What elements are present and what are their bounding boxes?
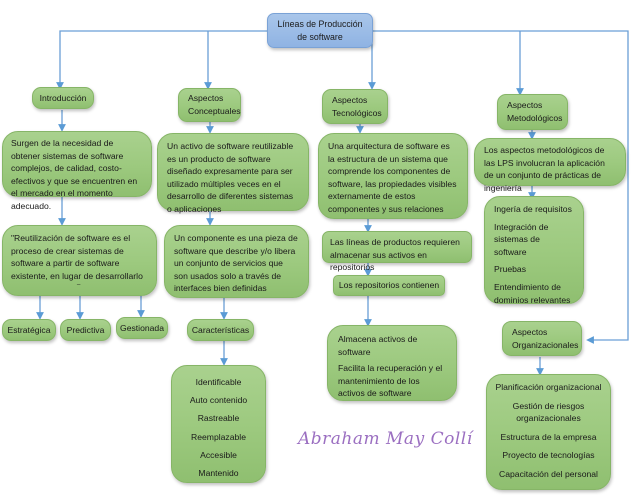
intro-definition-text: "Reutilización de software es el proceso… <box>11 233 143 281</box>
organizational-item: Capacitación del personal <box>499 468 598 479</box>
node-conceptual-component[interactable]: Un componente es una pieza de software q… <box>164 225 309 298</box>
node-aspectos-metodologicos[interactable]: Aspectos Metodológicos <box>497 94 568 130</box>
node-estrategica-label: Estratégica <box>7 324 51 335</box>
tech-architecture-text: Una arquitectura de software es la estru… <box>328 141 457 214</box>
node-repositorios-contienen-label: Los repositorios contienen <box>338 280 440 291</box>
node-predictiva[interactable]: Predictiva <box>60 319 111 341</box>
node-estrategica[interactable]: Estratégica <box>2 319 56 341</box>
node-aspectos-tecnologicos-label: Aspectos Tecnológicos <box>332 94 382 118</box>
feature-item: Rastreable <box>197 413 240 424</box>
node-aspectos-tecnologicos[interactable]: Aspectos Tecnológicos <box>322 89 388 124</box>
node-intro-definition[interactable]: "Reutilización de software es el proceso… <box>2 225 157 296</box>
node-aspectos-conceptuales-label: Aspectos Conceptuales <box>188 93 241 116</box>
intro-definition-dash: _ <box>77 279 81 285</box>
method-summary-text: Los aspectos metodológicos de las LPS in… <box>484 145 605 193</box>
feature-item: Identificable <box>195 377 242 387</box>
organizational-item: Estructura de la empresa <box>500 431 597 442</box>
node-predictiva-label: Predictiva <box>66 324 105 335</box>
node-repositories-items[interactable]: Almacena activos de software Facilita la… <box>327 325 457 401</box>
practice-item: Integración de sistemas de software <box>494 221 549 257</box>
conceptual-component-text: Un componente es una pieza de software q… <box>174 233 298 294</box>
node-features-list[interactable]: Identificable Auto contenido Rastreable … <box>171 365 266 483</box>
feature-item: Accesible <box>200 449 237 460</box>
node-aspectos-conceptuales[interactable]: Aspectos Conceptuales <box>178 88 241 122</box>
node-aspectos-metodologicos-label: Aspectos Metodológicos <box>507 100 563 123</box>
practice-item: Ingería de requisitos <box>494 204 572 214</box>
node-organizational-items[interactable]: Planificación organizacional Gestión de … <box>486 374 611 490</box>
node-intro-summary[interactable]: Surgen de la necesidad de obtener sistem… <box>2 131 152 211</box>
node-method-practices[interactable]: Ingería de requisitos Integración de sis… <box>484 196 584 305</box>
node-introduccion-label: Introducción <box>39 92 87 103</box>
node-tech-repositories-need[interactable]: Las líneas de productos requieren almace… <box>322 231 472 272</box>
connector-root-left <box>56 30 268 90</box>
feature-item: Mantenido <box>198 468 239 479</box>
intro-summary-text: Surgen de la necesidad de obtener sistem… <box>11 138 138 211</box>
repository-item: Facilita la recuperación y el mantenimie… <box>338 363 443 399</box>
node-aspectos-organizacionales[interactable]: Aspectos Organizacionales <box>502 321 582 356</box>
node-caracteristicas-label: Características <box>191 324 250 335</box>
connector-root-right <box>372 30 629 344</box>
practice-item: Entendimiento de dominios relevantes <box>494 281 571 305</box>
node-method-summary[interactable]: Los aspectos metodológicos de las LPS in… <box>474 138 626 193</box>
feature-item: Reemplazable <box>191 431 246 442</box>
practice-item: Pruebas <box>494 264 527 275</box>
node-introduccion[interactable]: Introducción <box>32 87 94 109</box>
node-caracteristicas[interactable]: Características <box>187 319 254 341</box>
node-repositorios-contienen[interactable]: Los repositorios contienen <box>333 275 445 296</box>
conceptual-asset-text: Un activo de software reutilizable es un… <box>167 141 294 214</box>
root-node[interactable]: Líneas de Producción de software <box>267 13 373 48</box>
organizational-item: Proyecto de tecnologías <box>502 450 595 461</box>
author-signature: Abraham May Collí <box>298 429 473 449</box>
repository-item: Almacena activos de software <box>338 334 418 357</box>
node-tech-architecture[interactable]: Una arquitectura de software es la estru… <box>318 133 468 219</box>
node-gestionada[interactable]: Gestionada <box>116 317 168 339</box>
feature-item: Auto contenido <box>189 395 248 406</box>
node-gestionada-label: Gestionada <box>120 322 164 333</box>
root-title: Líneas de Producción de software <box>277 18 363 42</box>
organizational-item: Planificación organizacional <box>495 382 602 392</box>
tech-repositories-need-text: Las líneas de productos requieren almace… <box>330 237 460 273</box>
node-conceptual-asset[interactable]: Un activo de software reutilizable es un… <box>157 133 309 214</box>
organizational-item: Gestión de riesgos organizacionales <box>512 400 585 424</box>
node-aspectos-organizacionales-label: Aspectos Organizacionales <box>512 326 579 350</box>
